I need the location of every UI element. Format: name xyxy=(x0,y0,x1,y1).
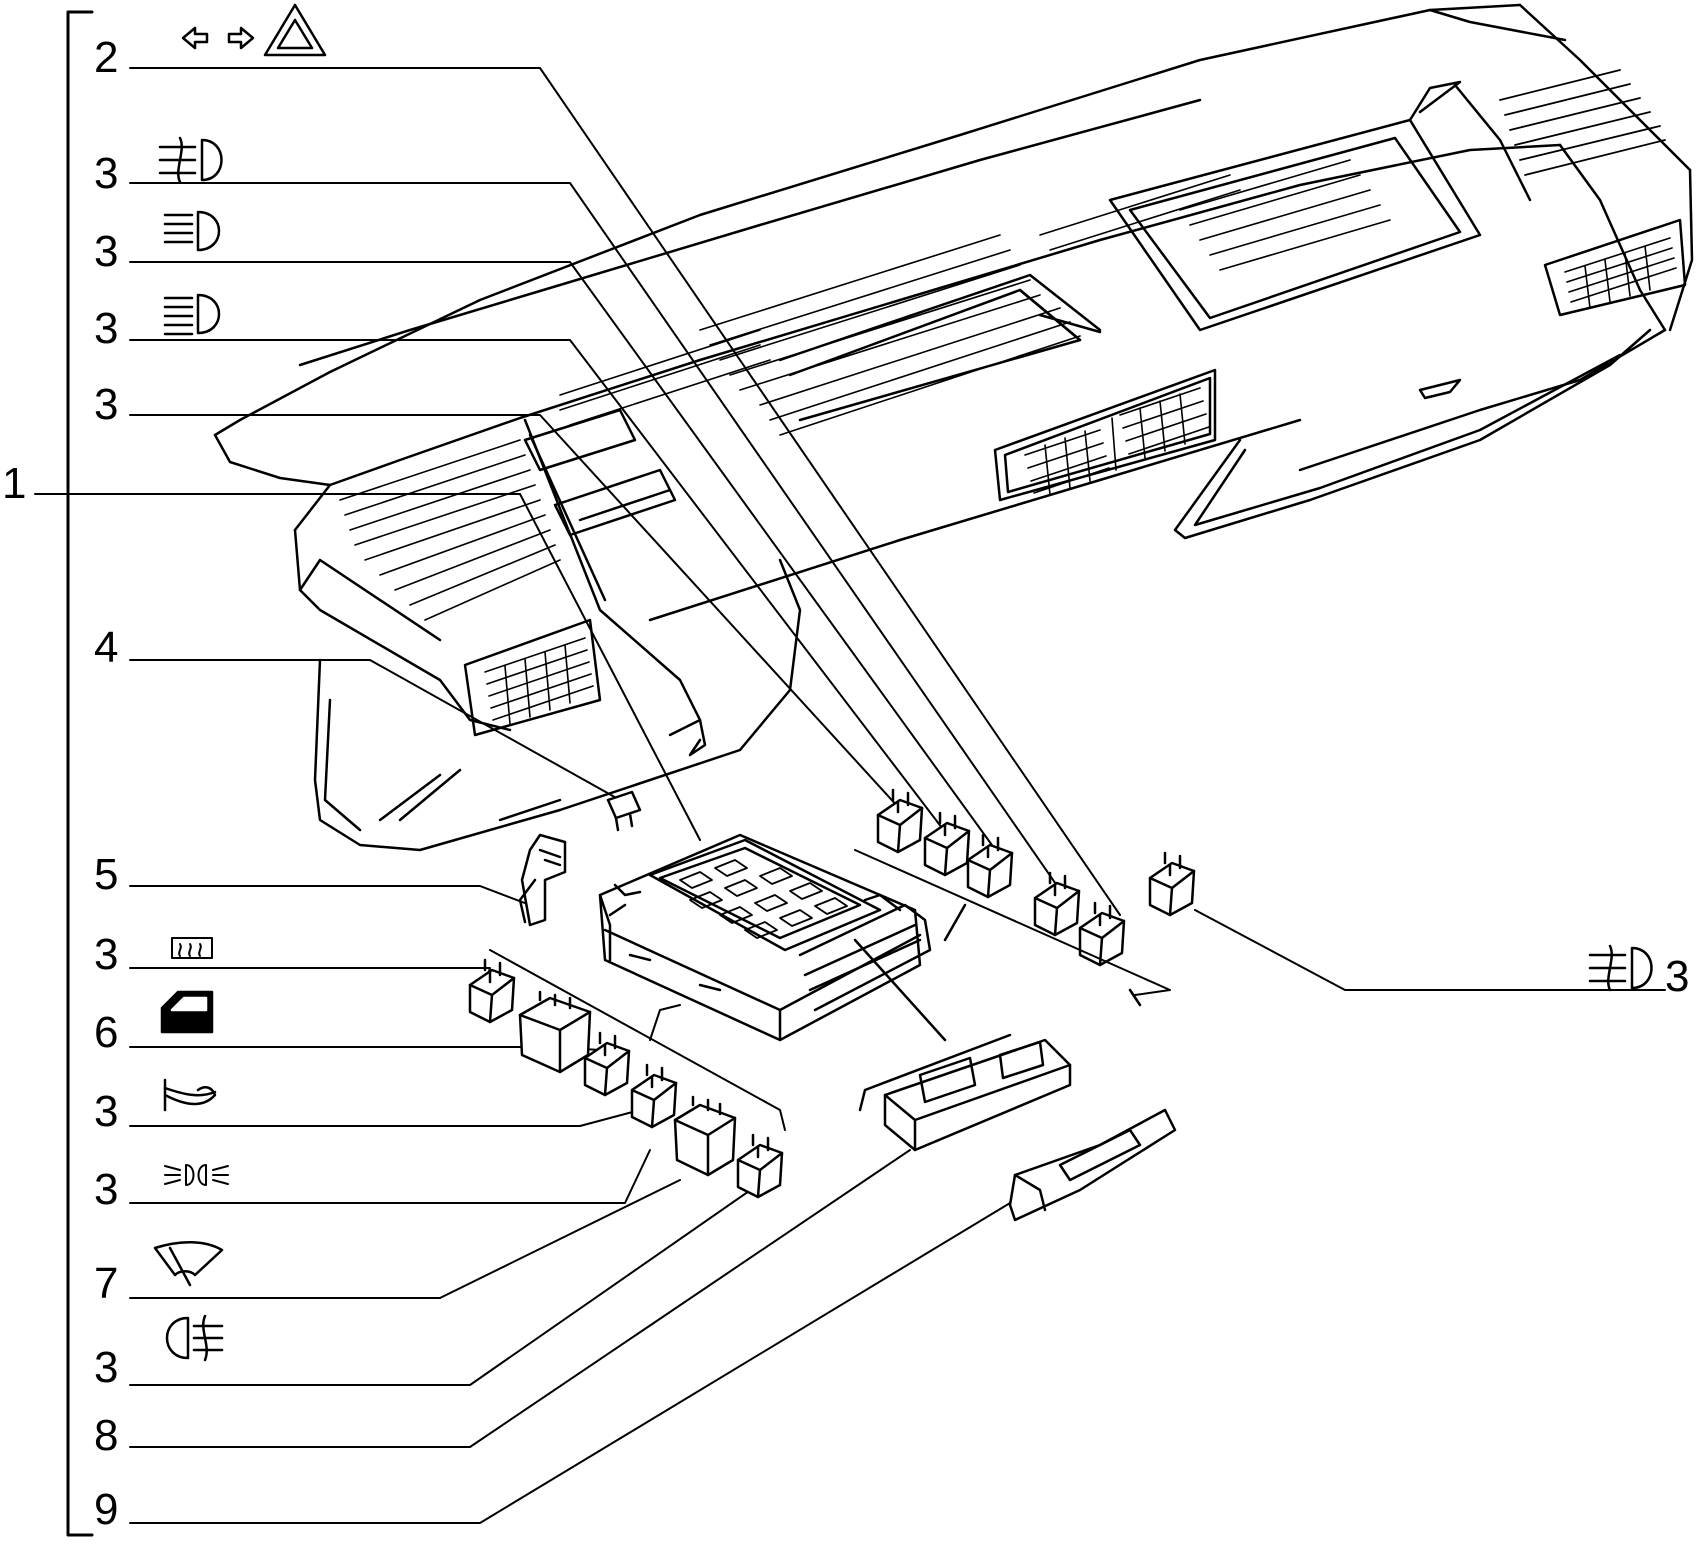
callout-number-5: 5 xyxy=(94,850,119,899)
callout-number-8: 8 xyxy=(94,1411,119,1460)
dashboard-outline xyxy=(213,3,1694,852)
part-4-fuse xyxy=(606,790,642,832)
callout-number-3: 3 xyxy=(94,1165,119,1214)
leader-lines xyxy=(34,67,1666,1524)
low-beam-icon xyxy=(163,293,221,336)
power-window-icon xyxy=(160,990,214,1034)
rear-defrost-icon xyxy=(171,937,213,959)
group-bracket xyxy=(66,10,94,1537)
callout-number-1: 1 xyxy=(2,459,27,508)
relay-large xyxy=(518,990,592,1074)
callout-number-3: 3 xyxy=(94,1087,119,1136)
relay xyxy=(1078,901,1126,967)
side-lights-icon xyxy=(164,1164,229,1186)
rear-fog-light-icon xyxy=(165,1314,224,1362)
front-fog-light-icon xyxy=(158,136,223,184)
callout-number-3: 3 xyxy=(94,930,119,979)
horn-icon xyxy=(163,1078,217,1112)
part-9-bracket xyxy=(1008,1108,1177,1222)
relay xyxy=(1148,851,1196,917)
callout-number-3: 3 xyxy=(1665,952,1690,1001)
relay xyxy=(468,958,516,1024)
relays xyxy=(468,788,1196,1199)
callout-number-4: 4 xyxy=(94,623,119,672)
callout-number-3: 3 xyxy=(94,227,119,276)
callout-number-3: 3 xyxy=(94,380,119,429)
part-8-connector xyxy=(858,1033,1072,1152)
callout-number-6: 6 xyxy=(94,1008,119,1057)
relay xyxy=(876,788,924,854)
relay xyxy=(1033,871,1081,937)
part-5-clip xyxy=(518,833,567,927)
callout-number-3: 3 xyxy=(94,304,119,353)
wiper-icon xyxy=(153,1240,224,1287)
relay xyxy=(923,811,971,877)
relay xyxy=(630,1063,678,1129)
relay xyxy=(966,833,1014,899)
callout-number-3: 3 xyxy=(94,149,119,198)
callout-number-3: 3 xyxy=(94,1343,119,1392)
relay-large xyxy=(673,1095,737,1177)
high-beam-icon xyxy=(163,210,221,252)
callout-number-2: 2 xyxy=(94,33,119,82)
relay xyxy=(736,1133,784,1199)
fuse-box-assembly xyxy=(598,833,967,1042)
callout-number-7: 7 xyxy=(94,1259,119,1308)
relay xyxy=(583,1031,631,1097)
front-fog-light-icon xyxy=(1588,944,1653,992)
hazard-turn-signal-icon xyxy=(181,3,327,57)
callout-number-9: 9 xyxy=(94,1485,119,1534)
